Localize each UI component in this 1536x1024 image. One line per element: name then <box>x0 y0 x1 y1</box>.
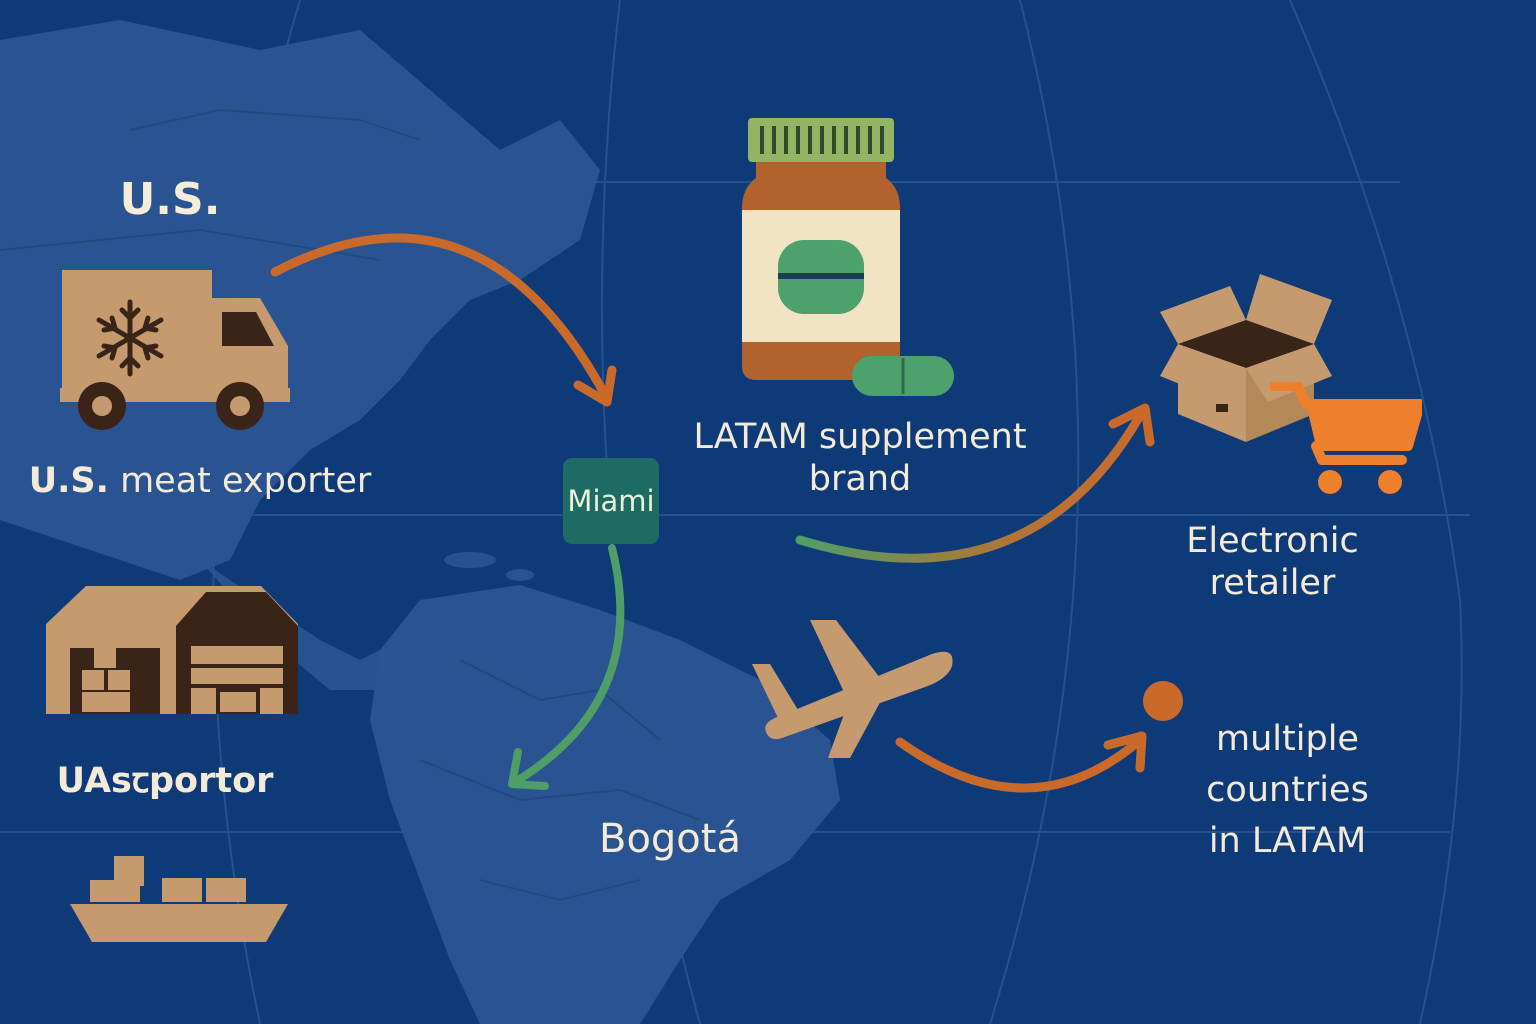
arrow-plane-to-countries-head <box>1103 731 1147 773</box>
uasporter-label: UAsꞇportor <box>56 761 274 801</box>
airplane-icon <box>752 620 953 758</box>
arrow-brand-to-retailer-head <box>1108 403 1155 447</box>
miami-hub: Miami <box>563 458 659 544</box>
us-meat-exporter-prefix: U.S. <box>28 461 109 501</box>
bogota-label: Bogotá <box>599 816 741 862</box>
us-meat-exporter-label: U.S. meat exporter <box>10 460 390 502</box>
latam-brand-line1: LATAM supplement <box>693 417 1027 457</box>
central-america-landmass <box>200 560 400 690</box>
electronic-retailer-label: Electronic retailer <box>1140 520 1405 604</box>
capsule-icon <box>852 356 954 396</box>
electronic-retailer-line1: Electronic <box>1186 521 1359 561</box>
warehouse-icon <box>46 586 298 714</box>
us-meat-exporter-rest: meat exporter <box>108 461 372 501</box>
south-america-landmass <box>370 585 840 1024</box>
snowflake-icon <box>96 299 164 377</box>
latam-brand-line2: brand <box>808 459 912 499</box>
cargo-ship-icon <box>70 856 288 942</box>
countries-line3: in LATAM <box>1208 820 1367 861</box>
arrow-miami-to-bogota <box>511 544 625 786</box>
countries-line2: countries <box>1206 769 1369 810</box>
arrow-us-to-miami-head <box>573 365 617 407</box>
arrow-plane-to-countries <box>895 735 1145 793</box>
destination-dot-icon <box>1143 681 1183 721</box>
us-title: U.S. <box>119 174 221 225</box>
north-america-landmass <box>0 20 600 580</box>
arrow-us-to-miami <box>270 233 610 400</box>
multiple-countries-label: multiple countries in LATAM <box>1165 714 1410 866</box>
latam-supplement-brand-label: LATAM supplement brand <box>670 416 1050 500</box>
shopping-cart-icon <box>1270 382 1422 494</box>
arrow-brand-to-retailer <box>795 407 1147 563</box>
open-box-icon <box>1160 274 1332 442</box>
miami-label: Miami <box>567 484 655 518</box>
arrow-miami-to-bogota-head <box>508 748 549 790</box>
refrigerated-truck-icon <box>60 270 290 430</box>
countries-line1: multiple <box>1216 719 1359 759</box>
electronic-retailer-line2: retailer <box>1209 563 1336 603</box>
supplement-bottle-icon <box>742 118 900 380</box>
